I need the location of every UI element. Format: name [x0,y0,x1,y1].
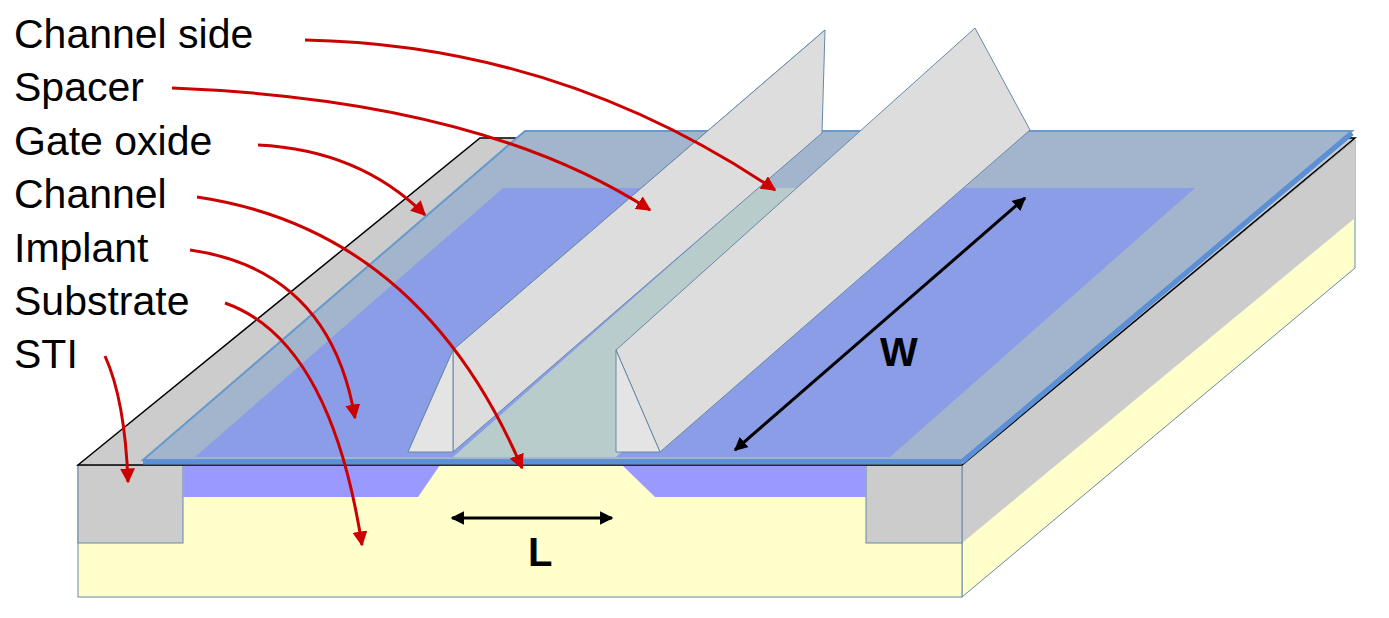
part-label: Channel side [14,10,253,58]
part-label: Spacer [14,63,144,111]
dimension-label: L [528,528,552,576]
part-label: Implant [14,224,148,272]
part-label: STI [14,330,78,378]
part-label: Substrate [14,277,190,325]
part-label: Gate oxide [14,117,212,165]
dimension-label: W [880,328,918,376]
part-label: Channel [14,170,167,218]
